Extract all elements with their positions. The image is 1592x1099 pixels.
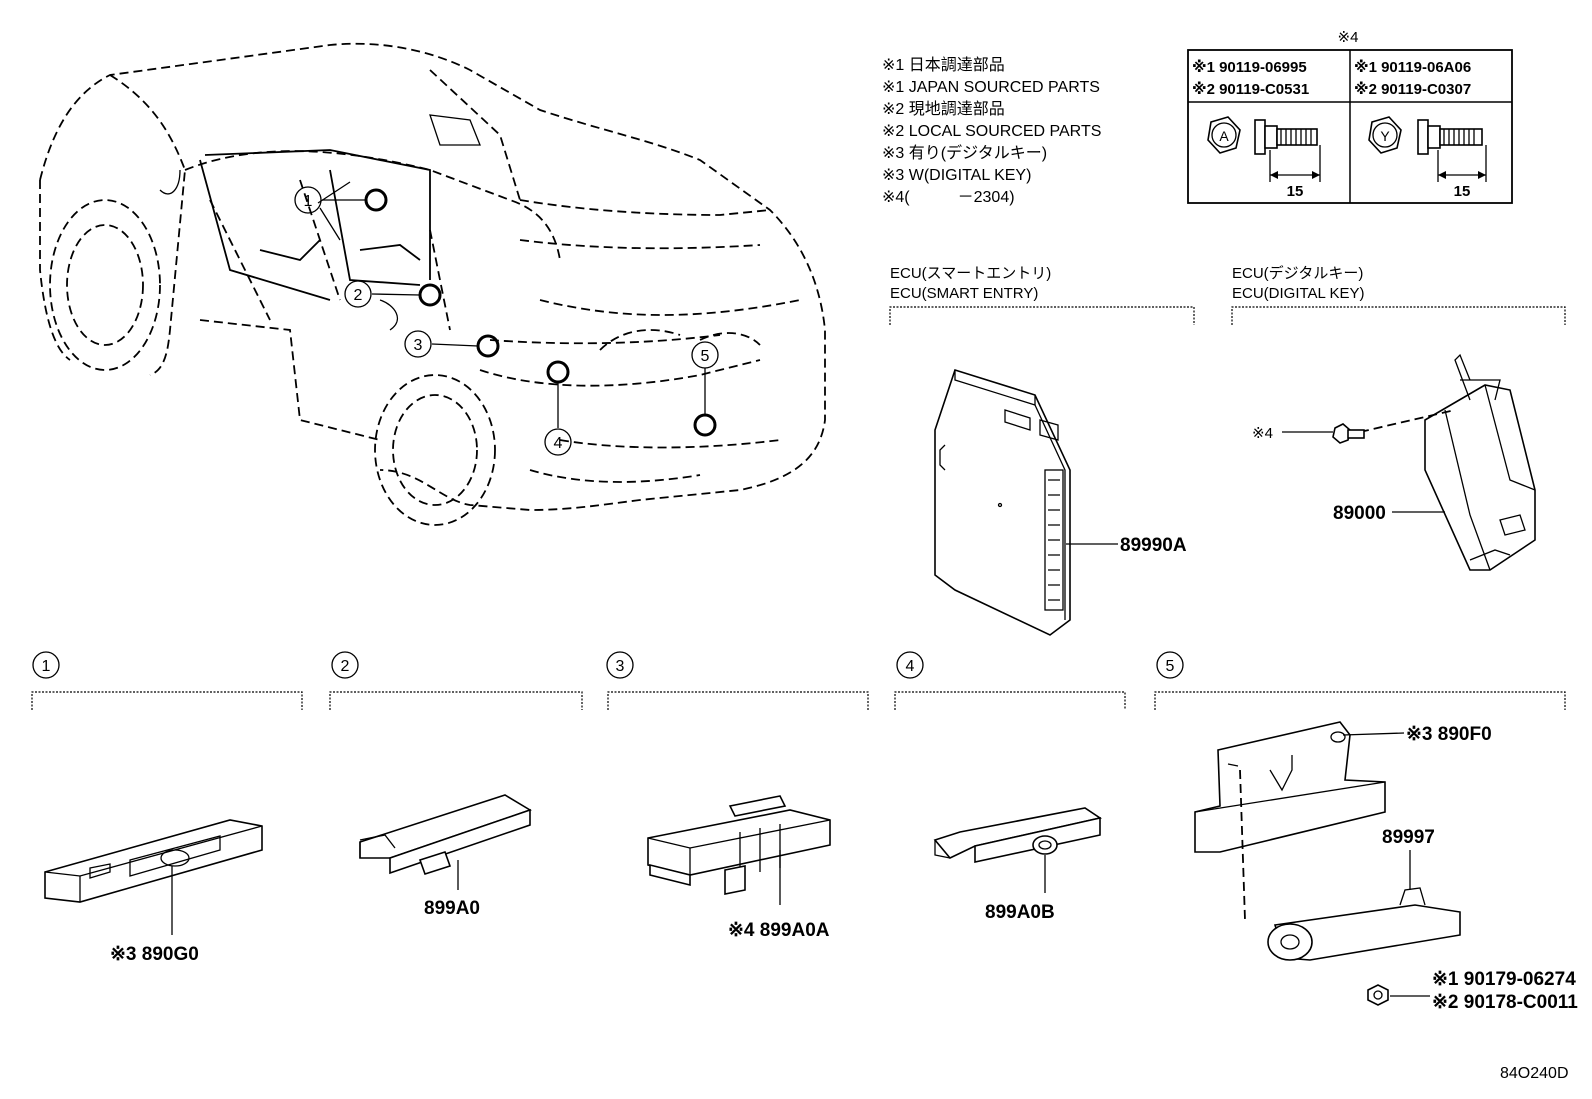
svg-text:4: 4 (554, 435, 563, 452)
section-5-nut-row2: ※2 90178-C0011 (1432, 992, 1578, 1013)
bolt-right-mark: Y (1380, 128, 1390, 144)
antenna-1-icon (44, 819, 263, 903)
antenna-2-icon (359, 794, 532, 875)
section-5-nut-row1: ※1 90179-06274 (1432, 969, 1576, 990)
section-3-number: 3 (616, 658, 625, 675)
ecu-smart-label-en: ECU(SMART ENTRY) (890, 285, 1038, 302)
svg-text:1: 1 (304, 193, 313, 210)
antenna-3-icon (647, 795, 831, 895)
sensor-89997-icon (1267, 887, 1461, 961)
bolt-left-length: 15 (1287, 183, 1304, 200)
note-line: ※1 日本調達部品 (882, 56, 1005, 74)
section-4: 4 899A0B (894, 651, 1126, 923)
ecu-digital-key-group: ECU(デジタルキー) ECU(DIGITAL KEY) ※4 89000 (1231, 264, 1566, 571)
bolt-right-row1: ※1 90119-06A06 (1354, 58, 1471, 76)
figure-id: 84O240D (1500, 1065, 1569, 1082)
note-line: ※1 JAPAN SOURCED PARTS (882, 79, 1100, 96)
section-3: 3 ※4 899A0A (606, 651, 869, 941)
note-line: ※2 LOCAL SOURCED PARTS (882, 123, 1101, 140)
bolt-left-mark: A (1219, 128, 1229, 144)
ecu-smart-entry-icon (934, 369, 1071, 636)
notes-block: ※1 日本調達部品 ※1 JAPAN SOURCED PARTS ※2 現地調達… (882, 56, 1101, 206)
section-5: 5 ※3 890F0 89997 ※1 90179-06274 ※2 90178… (1154, 651, 1578, 1013)
section-2-number: 2 (341, 658, 350, 675)
ecu-digital-bolt-note: ※4 (1252, 425, 1273, 442)
ecu-digital-key-icon (1424, 353, 1536, 571)
ecu-digital-part-no: 89000 (1333, 503, 1386, 524)
section-5-bracket-no: ※3 890F0 (1406, 724, 1492, 745)
bolt-right-row2: ※2 90119-C0307 (1354, 80, 1471, 98)
nut-icon (1367, 984, 1389, 1006)
section-3-part-no: ※4 899A0A (728, 920, 830, 941)
section-5-sensor-no: 89997 (1382, 827, 1435, 848)
note-line: ※3 有り(デジタルキー) (882, 143, 1047, 162)
ecu-smart-label-jp: ECU(スマートエントリ) (890, 265, 1051, 282)
vehicle-callout-2: 2 (344, 280, 372, 308)
vehicle-illustration (39, 42, 826, 526)
note-line: ※2 現地調達部品 (882, 100, 1005, 118)
bolt-right-icon: Y 15 (1368, 116, 1487, 200)
ecu-digital-label-jp: ECU(デジタルキー) (1232, 264, 1363, 282)
ecu-digital-label-en: ECU(DIGITAL KEY) (1232, 285, 1365, 302)
section-5-number: 5 (1166, 658, 1175, 675)
bolt-left-icon: A 15 (1207, 116, 1321, 200)
bolt-table: ※4 ※1 90119-06995 ※2 90119-C0531 ※1 9011… (1187, 29, 1513, 204)
bolt-icon (1332, 423, 1365, 444)
vehicle-callout-3: 3 (404, 330, 432, 358)
section-2: 2 899A0 (329, 651, 583, 919)
svg-text:3: 3 (414, 337, 423, 354)
bolt-left-row2: ※2 90119-C0531 (1192, 80, 1309, 98)
bolt-right-length: 15 (1454, 183, 1471, 200)
svg-text:5: 5 (701, 348, 710, 365)
bolt-table-title: ※4 (1338, 29, 1359, 46)
section-1-part-no: ※3 890G0 (110, 944, 199, 965)
ecu-smart-part-no: 89990A (1120, 535, 1187, 556)
section-1: 1 ※3 890G0 (31, 651, 303, 965)
vehicle-callout-1: 1 (294, 186, 322, 214)
antenna-4-icon (933, 807, 1102, 863)
note-line: ※4( －2304) (882, 189, 1015, 206)
svg-text:2: 2 (354, 287, 363, 304)
vehicle-callout-4: 4 (544, 428, 572, 456)
bolt-left-row1: ※1 90119-06995 (1192, 58, 1307, 76)
section-4-part-no: 899A0B (985, 902, 1055, 923)
bracket-890f0-icon (1194, 721, 1386, 853)
section-4-number: 4 (906, 658, 915, 675)
ecu-smart-entry-group: ECU(スマートエントリ) ECU(SMART ENTRY) 89990A (889, 265, 1195, 636)
section-1-number: 1 (42, 658, 51, 675)
section-2-part-no: 899A0 (424, 898, 480, 919)
note-line: ※3 W(DIGITAL KEY) (882, 167, 1031, 184)
vehicle-callout-5: 5 (691, 341, 719, 369)
